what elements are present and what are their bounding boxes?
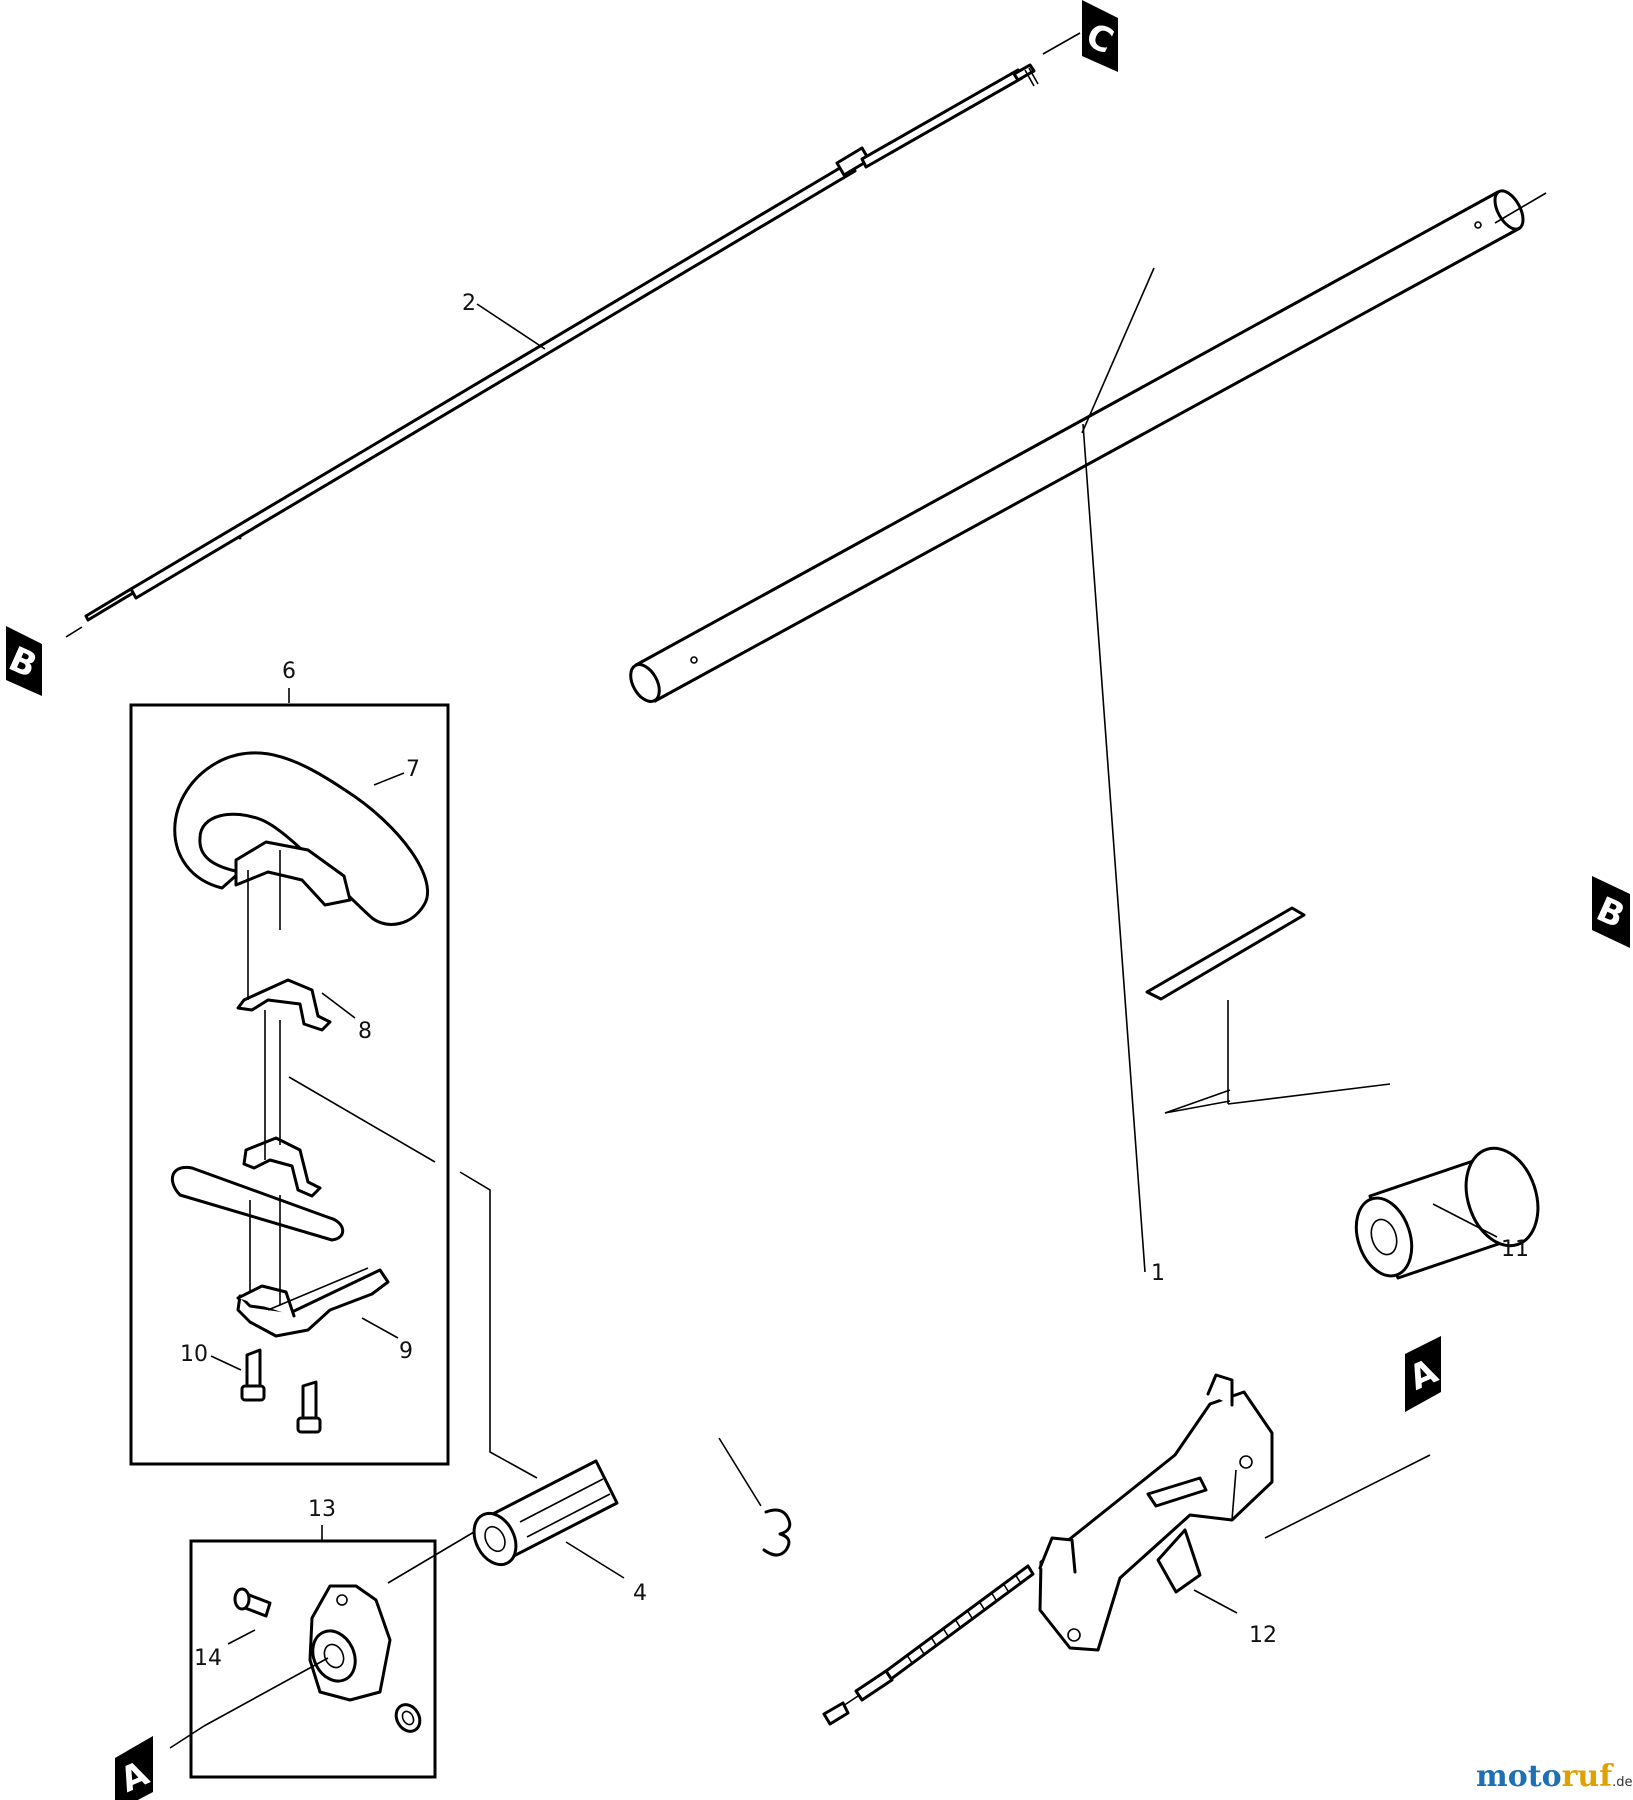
callout-group-14: 14 [194, 1629, 256, 1671]
ref-marker-b-right: B [1591, 876, 1631, 948]
loop-handle [173, 751, 430, 926]
upper-clamp [236, 536, 332, 1032]
callout-group-11: 11 [1432, 1203, 1529, 1262]
callout-group-2: 2 [462, 291, 546, 350]
callout-group-10: 10 [180, 1342, 242, 1371]
handle-kit-box [129, 703, 450, 1466]
callout-14: 14 [194, 1646, 222, 1671]
callout-group-4: 4 [565, 1541, 647, 1606]
ref-marker-a-right: A [1403, 1336, 1444, 1412]
callout-group-12: 12 [1193, 1589, 1277, 1648]
callout-9: 9 [399, 1339, 413, 1364]
leader-lines [65, 32, 1547, 1749]
throttle-cable [822, 1564, 1035, 1726]
drive-shaft [84, 63, 1039, 622]
callout-group-6: 6 [282, 659, 296, 703]
svg-text:motoruf.de: motoruf.de [1476, 1759, 1633, 1794]
callout-group-9: 9 [361, 1317, 413, 1364]
callout-10: 10 [180, 1342, 208, 1367]
ref-marker-c-top: C [1080, 0, 1119, 72]
end-cap [308, 1584, 392, 1702]
callout-2: 2 [462, 291, 476, 316]
screw-10b [296, 1380, 322, 1434]
assembly-guides [247, 850, 281, 1305]
handle-grip-flanged [1354, 1146, 1540, 1280]
callout-12: 12 [1249, 1623, 1277, 1648]
callout-8: 8 [358, 1019, 372, 1044]
callout-group-8: 8 [321, 992, 372, 1044]
screw-14 [233, 1587, 272, 1618]
ref-marker-a-left: A [114, 1736, 155, 1800]
throttle-housing [1038, 1373, 1274, 1652]
shaft-sleeve [472, 1459, 619, 1567]
callout-group-13: 13 [308, 1497, 336, 1540]
callout-1: 1 [1151, 1261, 1165, 1286]
handle-bracket [170, 1165, 390, 1338]
lower-clamp [242, 1136, 322, 1198]
watermark-logo: motoruf.de [1476, 1759, 1633, 1794]
screw-10 [240, 1348, 266, 1402]
tube-clip [762, 1508, 792, 1557]
callout-6: 6 [282, 659, 296, 684]
nut-14 [394, 1703, 422, 1733]
callout-group-1: 1 [1081, 267, 1165, 1286]
callout-group-7: 7 [373, 757, 420, 786]
callout-13: 13 [308, 1497, 336, 1522]
callout-4: 4 [633, 1581, 647, 1606]
main-tube [629, 189, 1525, 703]
callout-11: 11 [1501, 1237, 1529, 1262]
end-cap-box [189, 1539, 437, 1779]
ref-marker-b-left: B [3, 626, 43, 696]
callout-7: 7 [406, 757, 420, 782]
decal-strip [1145, 906, 1306, 1001]
